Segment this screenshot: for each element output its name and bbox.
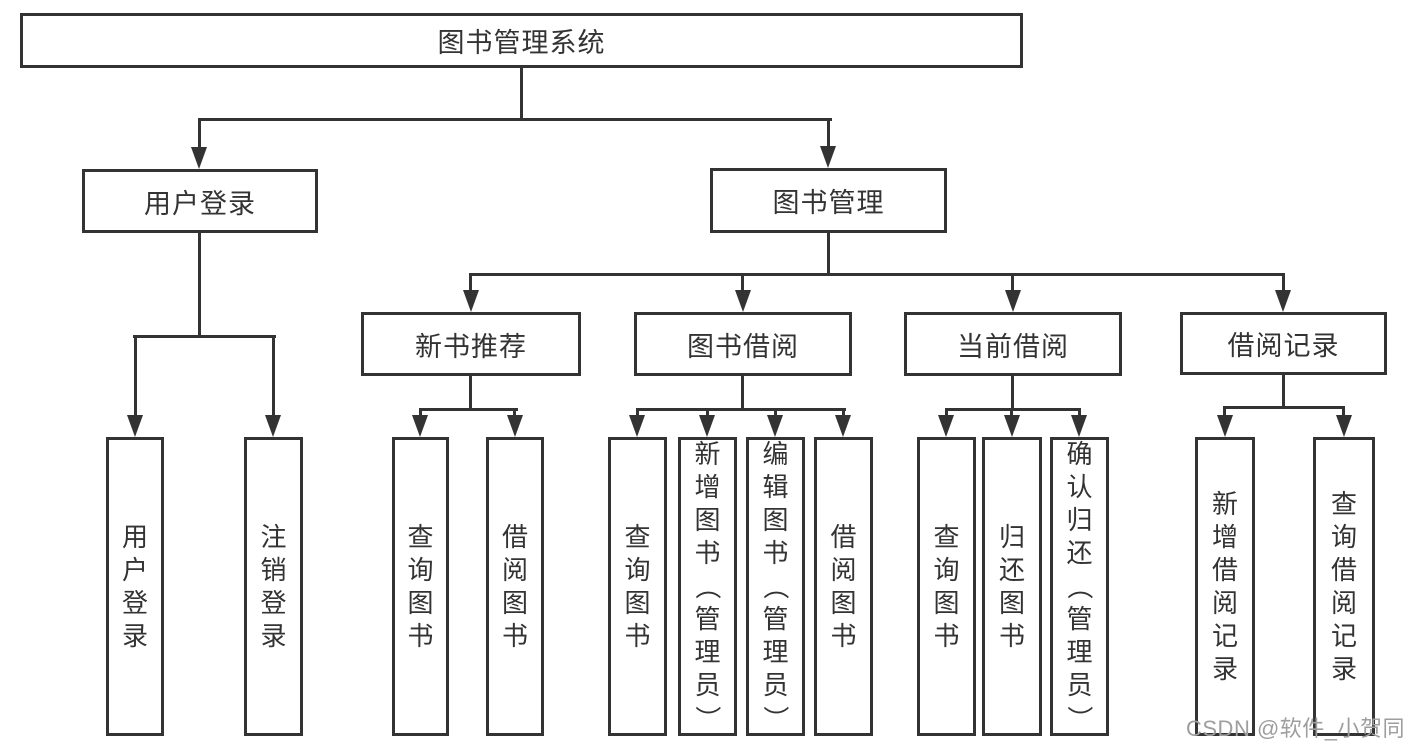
connector-to-leaf-current-return: [1010, 408, 1013, 418]
arrowhead-new-book-recommend: [463, 290, 479, 312]
node-root: 图书管理系统: [20, 13, 1023, 68]
leaf-borrow-edit-books-admin: 编辑图书（管理员）: [746, 437, 805, 736]
connector-to-leaf-borrow-add: [706, 408, 709, 418]
connector-book-management-bar: [470, 273, 1285, 276]
node-borrow-records-label: 借阅记录: [1227, 331, 1340, 361]
node-book-management-label: 图书管理: [772, 188, 885, 218]
leaf-borrow-edit-books-admin-label: 编辑图书（管理员）: [760, 439, 791, 732]
connector-to-new-book-recommend: [469, 273, 472, 294]
leaf-borrow-borrow-books-label: 借阅图书: [830, 521, 857, 651]
node-root-label: 图书管理系统: [437, 28, 606, 58]
connector-new-book-bar: [419, 408, 518, 411]
arrowhead-book-borrow: [735, 290, 751, 312]
arrowhead-leaf-current-confirm: [1071, 415, 1087, 437]
connector-to-leaf-current-query: [945, 408, 948, 418]
node-new-book-recommend: 新书推荐: [361, 312, 581, 376]
node-user-login: 用户登录: [82, 169, 318, 233]
leaf-current-return-books: 归还图书: [982, 437, 1042, 736]
node-book-borrow-label: 图书借阅: [687, 331, 799, 362]
connector-current-borrow-stem: [1011, 376, 1014, 410]
connector-to-leaf-borrow-edit: [774, 408, 777, 418]
connector-user-login-stem: [198, 233, 201, 338]
arrowhead-leaf-user-login: [127, 415, 143, 437]
connector-borrow-records-stem: [1282, 375, 1285, 408]
connector-to-leaf-newbook-query: [419, 408, 422, 418]
leaf-record-add-record: 新增借阅记录: [1195, 437, 1255, 736]
leaf-user-login: 用户登录: [106, 437, 164, 736]
leaf-current-query-books-label: 查询图书: [933, 521, 960, 651]
arrowhead-current-borrow: [1005, 290, 1021, 312]
connector-root-to-user-login: [198, 118, 201, 150]
leaf-user-login-label: 用户登录: [121, 521, 148, 651]
node-current-borrow: 当前借阅: [904, 312, 1122, 376]
connector-book-borrow-bar: [636, 408, 846, 411]
node-user-login-label: 用户登录: [144, 188, 256, 219]
arrowhead-book-management: [820, 146, 836, 168]
connector-root-to-book-management: [827, 118, 830, 149]
connector-book-management-stem: [827, 233, 830, 276]
connector-to-leaf-newbook-borrow: [513, 408, 516, 418]
leaf-newbook-borrow-books: 借阅图书: [486, 437, 544, 736]
node-borrow-records: 借阅记录: [1180, 312, 1387, 375]
arrowhead-leaf-record-add: [1217, 415, 1233, 437]
leaf-newbook-query-books-label: 查询图书: [407, 521, 434, 651]
connector-to-leaf-record-add: [1223, 406, 1226, 418]
arrowhead-leaf-current-return: [1004, 415, 1020, 437]
leaf-logout: 注销登录: [244, 437, 303, 736]
connector-to-leaf-record-query: [1342, 406, 1345, 418]
arrowhead-leaf-newbook-query: [412, 415, 428, 437]
arrowhead-leaf-record-query: [1336, 415, 1352, 437]
leaf-borrow-query-books: 查询图书: [608, 437, 667, 736]
leaf-current-confirm-return-admin: 确认归还（管理员）: [1050, 437, 1109, 736]
arrowhead-leaf-borrow-add: [699, 415, 715, 437]
node-new-book-recommend-label: 新书推荐: [415, 331, 527, 362]
leaf-borrow-query-books-label: 查询图书: [624, 521, 651, 651]
connector-to-leaf-borrow-query: [636, 408, 639, 418]
arrowhead-leaf-current-query: [938, 415, 954, 437]
connector-to-borrow-records: [1282, 273, 1285, 294]
leaf-current-return-books-label: 归还图书: [998, 521, 1025, 651]
connector-user-login-bar: [133, 335, 276, 338]
connector-root-bar: [198, 118, 832, 121]
connector-current-borrow-bar: [945, 408, 1081, 411]
csdn-watermark: CSDN @软件_小贺同学: [1186, 716, 1405, 741]
connector-root-stem: [520, 68, 523, 121]
leaf-borrow-borrow-books: 借阅图书: [814, 437, 873, 736]
connector-book-borrow-stem: [741, 376, 744, 410]
connector-to-leaf-current-confirm: [1078, 408, 1081, 418]
leaf-current-confirm-return-admin-label: 确认归还（管理员）: [1064, 439, 1095, 732]
arrowhead-leaf-logout: [265, 415, 281, 437]
leaf-borrow-add-books-admin: 新增图书（管理员）: [678, 437, 737, 736]
connector-to-leaf-user-login: [134, 335, 137, 417]
arrowhead-user-login: [191, 147, 207, 169]
leaf-newbook-query-books: 查询图书: [392, 437, 449, 736]
leaf-borrow-add-books-admin-label: 新增图书（管理员）: [692, 439, 723, 732]
connector-to-current-borrow: [1011, 273, 1014, 294]
node-book-management: 图书管理: [710, 168, 947, 233]
arrowhead-leaf-newbook-borrow: [507, 415, 523, 437]
connector-to-leaf-logout: [272, 335, 275, 417]
node-book-borrow: 图书借阅: [634, 312, 852, 376]
leaf-record-query-record: 查询借阅记录: [1313, 437, 1375, 736]
leaf-record-add-record-label: 新增借阅记录: [1211, 488, 1238, 684]
connector-new-book-stem: [469, 376, 472, 410]
node-current-borrow-label: 当前借阅: [957, 331, 1069, 362]
leaf-record-query-record-label: 查询借阅记录: [1330, 488, 1357, 684]
leaf-logout-label: 注销登录: [260, 521, 287, 651]
leaf-newbook-borrow-books-label: 借阅图书: [501, 521, 528, 651]
arrowhead-leaf-borrow-query: [629, 415, 645, 437]
connector-borrow-records-bar: [1223, 406, 1345, 409]
connector-to-leaf-borrow-borrow: [842, 408, 845, 418]
arrowhead-borrow-records: [1275, 290, 1291, 312]
connector-to-book-borrow: [741, 273, 744, 294]
arrowhead-leaf-borrow-borrow: [835, 415, 851, 437]
leaf-current-query-books: 查询图书: [917, 437, 976, 736]
arrowhead-leaf-borrow-edit: [767, 415, 783, 437]
